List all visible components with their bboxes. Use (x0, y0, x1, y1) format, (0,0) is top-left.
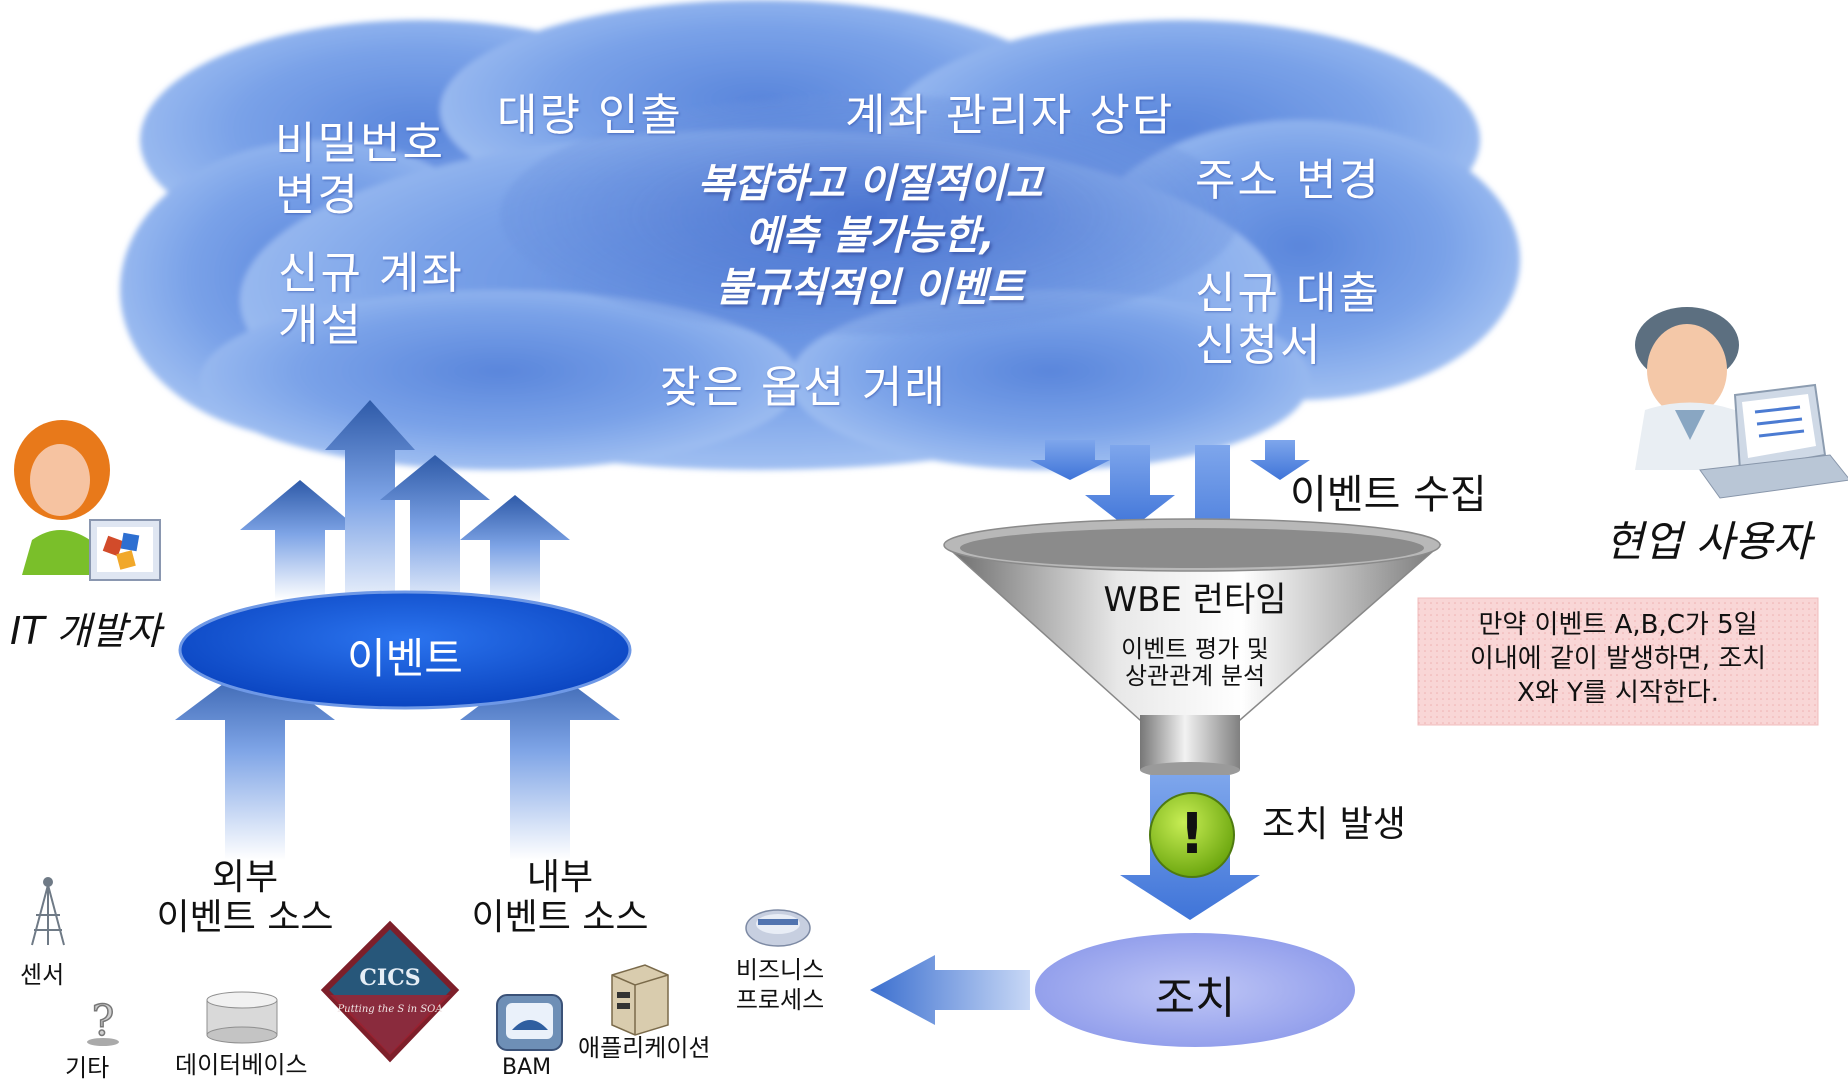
action-ellipse (1035, 933, 1355, 1047)
developer-icon (14, 420, 161, 581)
question-icon: ? (87, 995, 119, 1046)
cics-title: CICS (359, 965, 420, 991)
database-label: 데이터베이스 (175, 1051, 308, 1079)
alert-symbol: ! (1179, 802, 1205, 867)
svg-text:?: ? (92, 996, 115, 1045)
cloud-item-account-manager: 계좌 관리자 상담 (845, 90, 1175, 141)
bam-label: BAM (502, 1055, 552, 1080)
cloud-center-text: 복잡하고 이질적이고 예측 불가능한, 불규칙적인 이벤트 (570, 158, 1170, 314)
external-source-line-1: 외부 (211, 857, 279, 898)
event-cloud (120, 0, 1520, 470)
internal-source-line-1: 내부 (526, 857, 594, 898)
funnel-subtitle: 이벤트 평가 및 상관관계 분석 (1040, 636, 1350, 690)
business-process-line-2: 프로세스 (735, 986, 825, 1014)
business-user-icon (1635, 307, 1848, 499)
cloud-item-option-trades: 잦은 옵션 거래 (660, 362, 947, 413)
alert-icon (1149, 792, 1235, 878)
center-line-3: 불규칙적인 이벤트 (715, 265, 1025, 311)
upward-arrows (175, 400, 620, 860)
cics-tagline: Putting the S in SOA (336, 1004, 442, 1015)
other-label: 기타 (65, 1054, 110, 1082)
alert-label: 조치 발생 (1262, 804, 1406, 845)
cloud-item-password: 비밀번호 (275, 118, 445, 169)
funnel-title: WBE 런타임 (1103, 580, 1287, 620)
collection-label: 이벤트 수집 (1290, 472, 1487, 518)
bam-icon (496, 994, 563, 1051)
rule-line-3: X와 Y를 시작한다. (1516, 678, 1719, 708)
internal-source-line-2: 이벤트 소스 (471, 897, 649, 938)
business-process-icon (745, 909, 811, 947)
database-icon (206, 991, 278, 1044)
funnel-sub-line-1: 이벤트 평가 및 (1121, 635, 1269, 663)
cloud-item-change: 변경 (275, 170, 360, 221)
cics-logo: CICS Putting the S in SOA (320, 920, 460, 1063)
external-source-line-2: 이벤트 소스 (156, 897, 334, 938)
funnel (943, 518, 1442, 778)
cloud-item-application: 신청서 (1195, 320, 1323, 371)
rule-line-2: 이내에 같이 발생하면, 조치 (1469, 644, 1767, 674)
cloud-item-bulk-withdrawal: 대량 인출 (497, 90, 683, 141)
cloud-item-new-account: 신규 계좌 (278, 248, 464, 299)
business-process-label: 비즈니스 프로세스 (720, 955, 840, 1015)
action-label: 조치 (1154, 973, 1236, 1024)
cloud-item-address-change: 주소 변경 (1195, 155, 1381, 206)
internal-source-label: 내부 이벤트 소스 (435, 858, 685, 938)
cloud-item-new-loan: 신규 대출 (1195, 268, 1381, 319)
center-line-1: 복잡하고 이질적이고 (697, 161, 1043, 207)
sensor-label: 센서 (20, 961, 65, 989)
rule-box (1417, 597, 1819, 726)
center-line-2: 예측 불가능한, (745, 213, 995, 259)
business-process-line-1: 비즈니스 (735, 956, 825, 984)
developer-label: IT 개발자 (10, 609, 162, 653)
funnel-sub-line-2: 상관관계 분석 (1124, 662, 1266, 690)
cloud-item-opening: 개설 (278, 300, 363, 351)
rule-text: 만약 이벤트 A,B,C가 5일 이내에 같이 발생하면, 조치 X와 Y를 시… (1420, 608, 1816, 710)
sensor-icon (31, 877, 65, 946)
application-server-icon (611, 964, 669, 1036)
left-arrow (870, 955, 1030, 1025)
event-hub-ellipse (178, 590, 632, 710)
rule-line-1: 만약 이벤트 A,B,C가 5일 (1478, 610, 1758, 640)
application-label: 애플리케이션 (578, 1034, 711, 1062)
event-hub-label: 이벤트 (347, 634, 463, 683)
external-source-label: 외부 이벤트 소스 (120, 858, 370, 938)
business-user-label: 현업 사용자 (1605, 517, 1812, 566)
